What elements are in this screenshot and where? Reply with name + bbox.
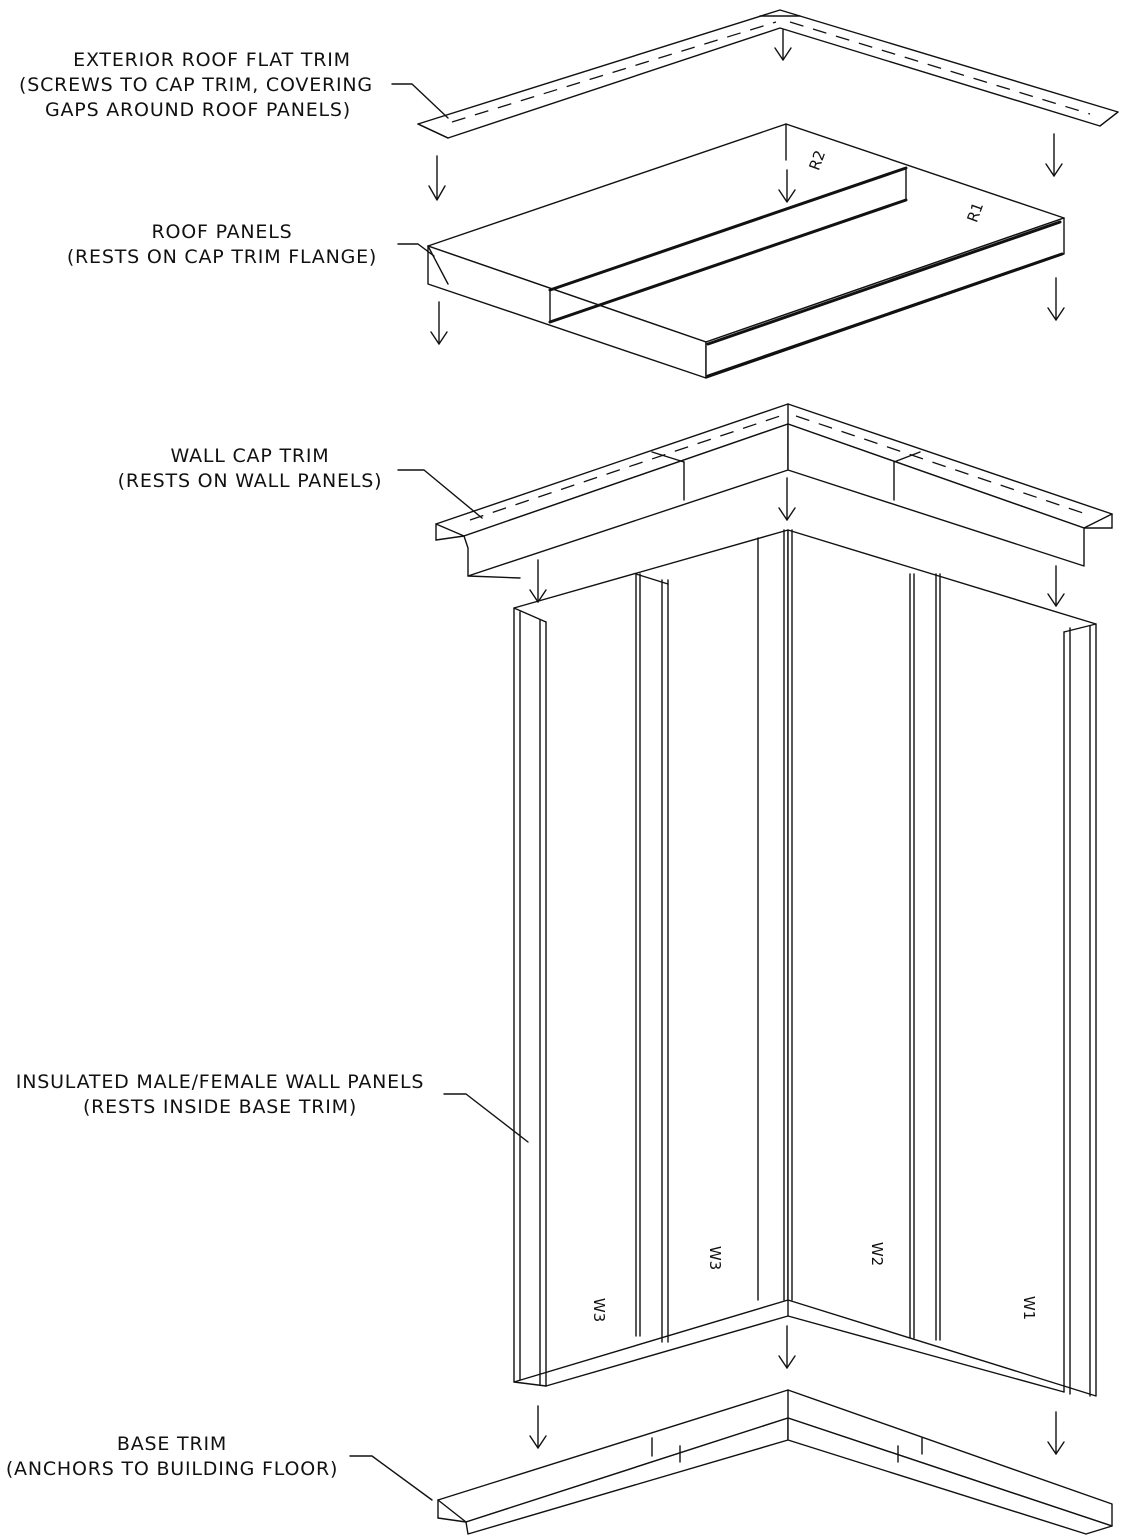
arrow-down-icon: [428, 155, 446, 201]
base-trim-line2: (ANCHORS TO BUILDING FLOOR): [6, 1458, 338, 1480]
wall-panels-line1: INSULATED MALE/FEMALE WALL PANELS: [16, 1071, 424, 1093]
leader-lines: [349, 83, 529, 1501]
arrow-down-icon: [778, 1325, 796, 1369]
wall-cap-trim: [435, 403, 1113, 579]
panel-mark-w1: W1: [1020, 1296, 1038, 1320]
leader-base-trim: [349, 1455, 433, 1501]
panel-mark-r1: R1: [963, 200, 987, 225]
roof-panels-line1: ROOF PANELS: [152, 221, 293, 243]
arrow-down-icon: [774, 29, 792, 61]
label-wall-panels: INSULATED MALE/FEMALE WALL PANELS (RESTS…: [16, 1071, 424, 1118]
arrow-down-icon: [778, 169, 796, 203]
arrow-down-icon: [529, 559, 547, 603]
leader-roof-trim: [391, 83, 449, 119]
panel-mark-w2: W2: [868, 1242, 886, 1266]
roof-trim-line3: GAPS AROUND ROOF PANELS): [45, 99, 351, 121]
insulated-wall-panels: [513, 529, 1097, 1397]
arrow-down-icon: [1047, 565, 1065, 607]
roof-panels: [427, 123, 1065, 379]
wall-cap-line1: WALL CAP TRIM: [171, 445, 330, 467]
label-base-trim: BASE TRIM (ANCHORS TO BUILDING FLOOR): [6, 1433, 338, 1480]
wall-panels-line2: (RESTS INSIDE BASE TRIM): [83, 1096, 357, 1118]
roof-panels-line2: (RESTS ON CAP TRIM FLANGE): [67, 246, 377, 268]
roof-trim-line2: (SCREWS TO CAP TRIM, COVERING: [19, 74, 373, 96]
arrow-down-icon: [430, 301, 448, 345]
leader-roof-panels: [397, 243, 435, 257]
arrow-down-icon: [1047, 1411, 1065, 1455]
exterior-roof-flat-trim: [417, 9, 1119, 139]
panel-mark-w3-b: W3: [706, 1246, 724, 1270]
label-roof-trim: EXTERIOR ROOF FLAT TRIM (SCREWS TO CAP T…: [19, 49, 373, 121]
arrow-down-icon: [778, 477, 796, 521]
base-trim-line1: BASE TRIM: [117, 1433, 227, 1455]
arrow-down-icon: [1045, 133, 1063, 177]
panel-mark-r2: R2: [805, 148, 829, 173]
label-wall-cap-trim: WALL CAP TRIM (RESTS ON WALL PANELS): [118, 445, 383, 492]
leader-wall-panels: [443, 1093, 529, 1143]
label-roof-panels: ROOF PANELS (RESTS ON CAP TRIM FLANGE): [67, 221, 377, 268]
panel-marks: W3 W3 W2 W1 R2 R1: [590, 148, 1038, 1322]
arrow-down-icon: [1047, 277, 1065, 321]
base-trim: [437, 1389, 1113, 1535]
arrows: [428, 29, 1065, 1455]
arrow-down-icon: [529, 1405, 547, 1449]
leader-wall-cap: [397, 469, 483, 519]
roof-trim-line1: EXTERIOR ROOF FLAT TRIM: [73, 49, 351, 71]
wall-cap-line2: (RESTS ON WALL PANELS): [118, 470, 383, 492]
panel-mark-w3-a: W3: [590, 1298, 608, 1322]
